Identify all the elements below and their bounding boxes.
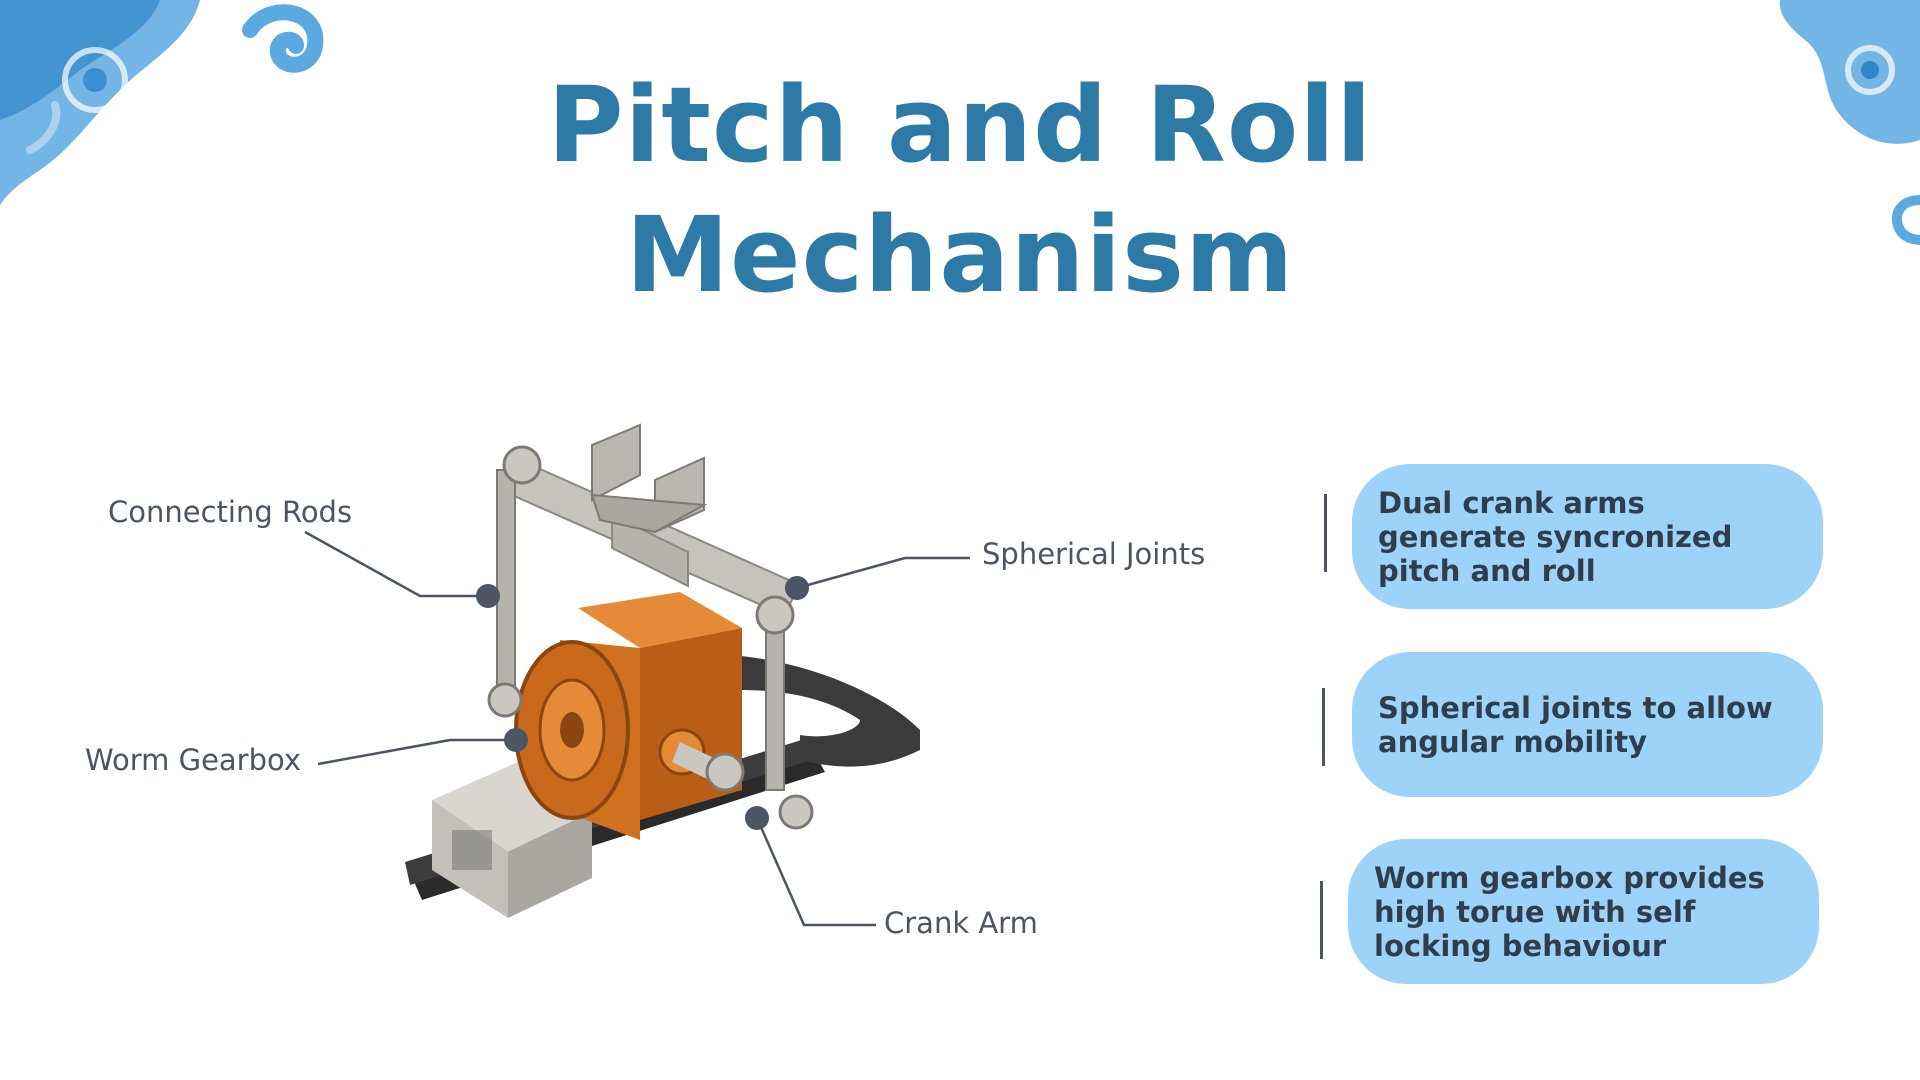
watercolor-swirl-top-left bbox=[0, 0, 324, 205]
card-divider bbox=[1320, 881, 1323, 959]
watercolor-swirl-top-right bbox=[1779, 0, 1920, 245]
card-divider bbox=[1322, 688, 1325, 766]
dot-worm-gearbox bbox=[504, 728, 528, 752]
leader-crank-arm bbox=[755, 817, 876, 927]
leader-lines bbox=[304, 530, 970, 927]
dot-connecting-rods bbox=[476, 584, 500, 608]
label-spherical-joints: Spherical Joints bbox=[982, 537, 1206, 571]
label-connecting-rods: Connecting Rods bbox=[108, 495, 353, 529]
curved-arm bbox=[730, 655, 920, 767]
page-title: Pitch and Roll bbox=[547, 64, 1373, 186]
motor-housing bbox=[432, 762, 592, 918]
dot-spherical-joints bbox=[785, 576, 809, 600]
label-worm-gearbox: Worm Gearbox bbox=[85, 743, 302, 777]
dot-crank-arm bbox=[745, 806, 769, 830]
feature-card-text: Spherical joints to allow angular mobili… bbox=[1378, 690, 1773, 759]
leader-dots bbox=[476, 576, 809, 830]
feature-card-crank-arms: Dual crank arms generate syncronized pit… bbox=[1352, 464, 1823, 609]
top-crossbar bbox=[503, 458, 802, 617]
card-divider bbox=[1324, 494, 1327, 572]
worm-gearbox bbox=[514, 592, 742, 840]
top-bracket bbox=[590, 423, 708, 534]
connecting-rods bbox=[487, 445, 814, 830]
leader-spherical-joints bbox=[796, 556, 970, 590]
page-title-line-2: Mechanism bbox=[625, 194, 1295, 316]
label-crank-arm: Crank Arm bbox=[884, 906, 1038, 940]
feature-card-worm-gearbox: Worm gearbox provides high torue with se… bbox=[1348, 839, 1819, 984]
feature-card-text: Dual crank arms generate syncronized pit… bbox=[1378, 485, 1733, 588]
leader-connecting-rods bbox=[304, 530, 488, 598]
feature-card-spherical-joints: Spherical joints to allow angular mobili… bbox=[1352, 652, 1823, 797]
leader-worm-gearbox bbox=[317, 738, 516, 766]
feature-card-text: Worm gearbox provides high torue with se… bbox=[1374, 860, 1765, 963]
